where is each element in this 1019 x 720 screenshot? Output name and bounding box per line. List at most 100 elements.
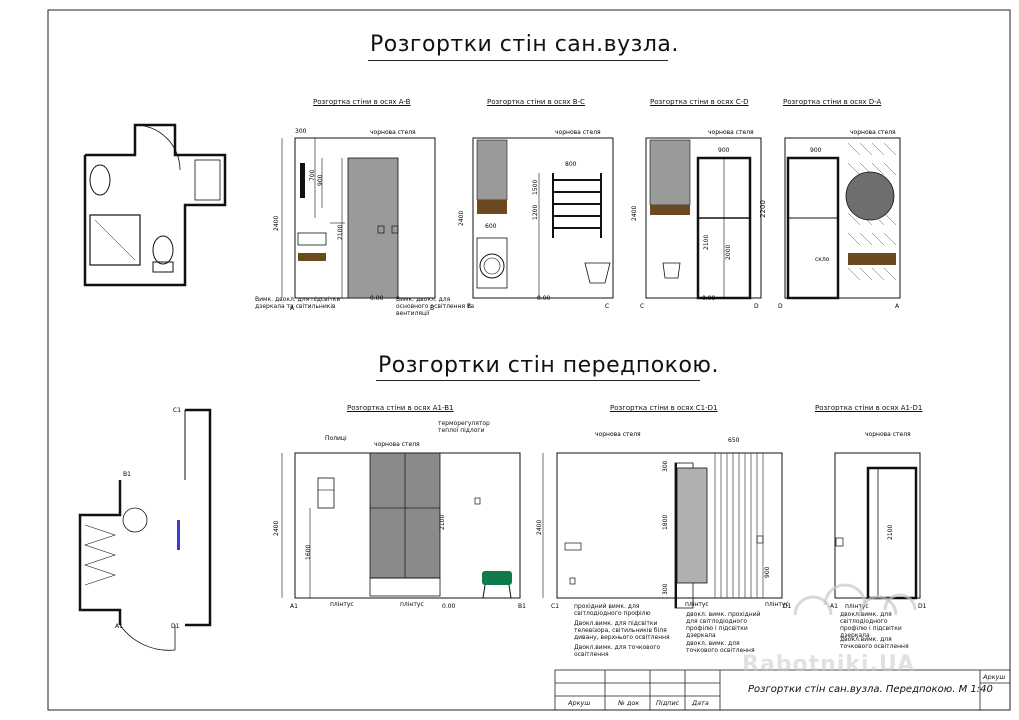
a1b1-plinth-2: плінтус	[400, 601, 424, 608]
view-bc-drawing: 800 2400 1500 1200 600 чорнова стеля B C…	[458, 129, 614, 308]
view-da-title: Розгортка стіни в осях D-A	[783, 98, 882, 106]
a1b1-label-floor: терморегулятор теплої підлоги	[438, 420, 490, 434]
c1d1-dim-300: 300	[662, 460, 669, 472]
view-cd-drawing: 900 2400 2100 2000 чорнова стеля C D 0.0…	[631, 129, 762, 308]
view-bc-title: Розгортка стіни в осях B-C	[487, 98, 585, 106]
stamp-col-date: Дата	[692, 699, 709, 707]
a1b1-dim-2100: 2100	[439, 515, 446, 530]
view-ab-title: Розгортка стіни в осях A-B	[313, 98, 411, 106]
a1d1-dim-2100: 2100	[887, 525, 894, 540]
stamp-col-sheet: Аркуш	[568, 699, 591, 707]
plan-label-b1: B1	[123, 471, 131, 478]
c1d1-dim-1800: 1800	[662, 515, 669, 530]
bathroom-plan	[83, 123, 227, 287]
c1d1-note-mirror: двокл. вимк. прохідний для світлодіодног…	[686, 611, 761, 639]
a1d1-note-mirror: двокл.вимк. для світлодіодного профілю і…	[840, 611, 902, 639]
ab-dim-700: 700	[309, 169, 316, 181]
view-cd-title: Розгортка стіни в осях C-D	[650, 98, 749, 106]
hallway-section-title: Розгортки стін передпокою.	[378, 353, 719, 378]
bc-ceiling: чорнова стеля	[555, 129, 601, 136]
plan-label-c1: C1	[173, 407, 181, 414]
ab-dim-300: 300	[295, 128, 307, 135]
da-note-glass: скло	[815, 256, 830, 263]
cd-dim-2000: 2000	[725, 245, 732, 260]
view-ab-drawing: 2400 700 900 2100 300 чорнова стеля A B …	[273, 128, 436, 312]
stamp-col-doc: № док	[618, 699, 640, 707]
bc-axis-c: C	[605, 303, 609, 308]
bathroom-section-title: Розгортки стін сан.вузла.	[370, 32, 679, 57]
bc-dim-1200: 1200	[532, 205, 539, 220]
a1b1-plinth: плінтус	[330, 601, 354, 608]
da-axis-a: A	[895, 303, 900, 308]
a1b1-axis-a1: A1	[290, 603, 298, 610]
c1d1-dim-300-b: 300	[662, 583, 669, 595]
a1d1-axis-d1: D1	[918, 603, 927, 610]
stamp-title: Розгортки стін сан.вузла. Передпокою. М …	[748, 684, 993, 695]
da-ceiling: чорнова стеля	[850, 129, 896, 136]
da-dim-900: 900	[810, 147, 822, 154]
c1d1-note-profile: прохідний вимк. для світлодіодного профі…	[574, 603, 651, 617]
ab-dim-2100: 2100	[337, 225, 344, 240]
c1d1-dim-height: 2400	[536, 520, 543, 535]
hallway-title-underline	[376, 380, 700, 381]
view-a1d1-title: Розгортка стіни в осях A1-D1	[815, 404, 923, 412]
cd-axis-c: C	[640, 303, 644, 308]
bc-dim-800: 800	[565, 161, 577, 168]
view-a1b1-drawing: 2400 1600 2100 чорнова стеля Полиці A1 B…	[273, 435, 526, 610]
ab-axis-a: A	[290, 305, 295, 312]
view-a1b1-title: Розгортка стіни в осях A1-B1	[347, 404, 454, 412]
view-c1d1-title: Розгортка стіни в осях C1-D1	[610, 404, 718, 412]
c1d1-ceiling: чорнова стеля	[595, 431, 641, 438]
bathroom-title-underline	[368, 60, 668, 61]
view-c1d1-drawing: 2400 650 300 1800 300 900 чорнова стеля …	[536, 431, 792, 610]
a1b1-label-shelves: Полиці	[325, 435, 347, 442]
bc-dim-1500: 1500	[532, 180, 539, 195]
view-da-drawing: 900 скло чорнова стеля D A	[778, 129, 901, 308]
bc-axis-b: B	[467, 303, 471, 308]
c1d1-axis-d1: D1	[783, 603, 792, 610]
a1b1-dim-1600: 1600	[305, 545, 312, 560]
a1b1-axis-b1: B1	[518, 603, 526, 610]
cd-dim-2100: 2100	[703, 235, 710, 250]
da-axis-d: D	[778, 303, 783, 308]
plan-label-d1: D1	[171, 623, 180, 630]
ab-zero: 0.00	[370, 295, 384, 302]
c1d1-plinth: плінтус	[685, 601, 709, 608]
bc-dim-height: 2400	[458, 211, 465, 226]
ab-dim-height: 2400	[273, 216, 280, 231]
ab-dim-900: 900	[317, 174, 324, 186]
hallway-plan: C1 B1 A1 D1	[78, 407, 212, 651]
c1d1-dim-650: 650	[728, 437, 740, 444]
c1d1-note-tv: Двокл.вимк. для підсвітки телевізора, св…	[574, 620, 670, 641]
ab-note-mirror: Вимк. двокл. для підсвітки дзеркала та с…	[255, 296, 341, 310]
ab-ceiling: чорнова стеля	[370, 129, 416, 136]
ab-note-light: Вимк. двокл. для основного освітлення та…	[396, 296, 475, 317]
a1d1-ceiling: чорнова стеля	[865, 431, 911, 438]
plan-label-a1: A1	[115, 623, 123, 630]
c1d1-note-spot: Двокл.вимк. для точкового освітлення	[574, 644, 661, 658]
bc-zero: 0.00	[537, 295, 551, 302]
c1d1-plinth-2: плінтус	[765, 601, 789, 608]
c1d1-note-spot2: двокл. вимк. для точкового освітлення	[686, 640, 755, 654]
bc-dim-600: 600	[485, 223, 497, 230]
c1d1-dim-900: 900	[764, 566, 771, 578]
a1b1-ceiling: чорнова стеля	[374, 441, 420, 448]
watermark: Rabotniki.UA	[742, 652, 916, 677]
a1b1-dim-height: 2400	[273, 521, 280, 536]
a1d1-plinth: плінтус	[845, 603, 869, 610]
cd-dim-height: 2400	[631, 206, 638, 221]
a1d1-note-spot: двокл.вимк. для точкового освітлення	[840, 636, 909, 650]
stamp-sheet-label: Аркуш	[983, 673, 1006, 681]
a1d1-axis-a1: A1	[830, 603, 838, 610]
cd-ceiling: чорнова стеля	[708, 129, 754, 136]
a1b1-zero: 0.00	[442, 603, 456, 610]
cd-dim-900: 900	[718, 147, 730, 154]
stamp-col-sign: Підпис	[656, 699, 680, 707]
cd-zero: 0.00	[702, 295, 716, 302]
c1d1-axis-c1: C1	[551, 603, 559, 610]
watermark-helmets-logo	[793, 583, 917, 616]
ab-axis-b: B	[430, 305, 434, 312]
